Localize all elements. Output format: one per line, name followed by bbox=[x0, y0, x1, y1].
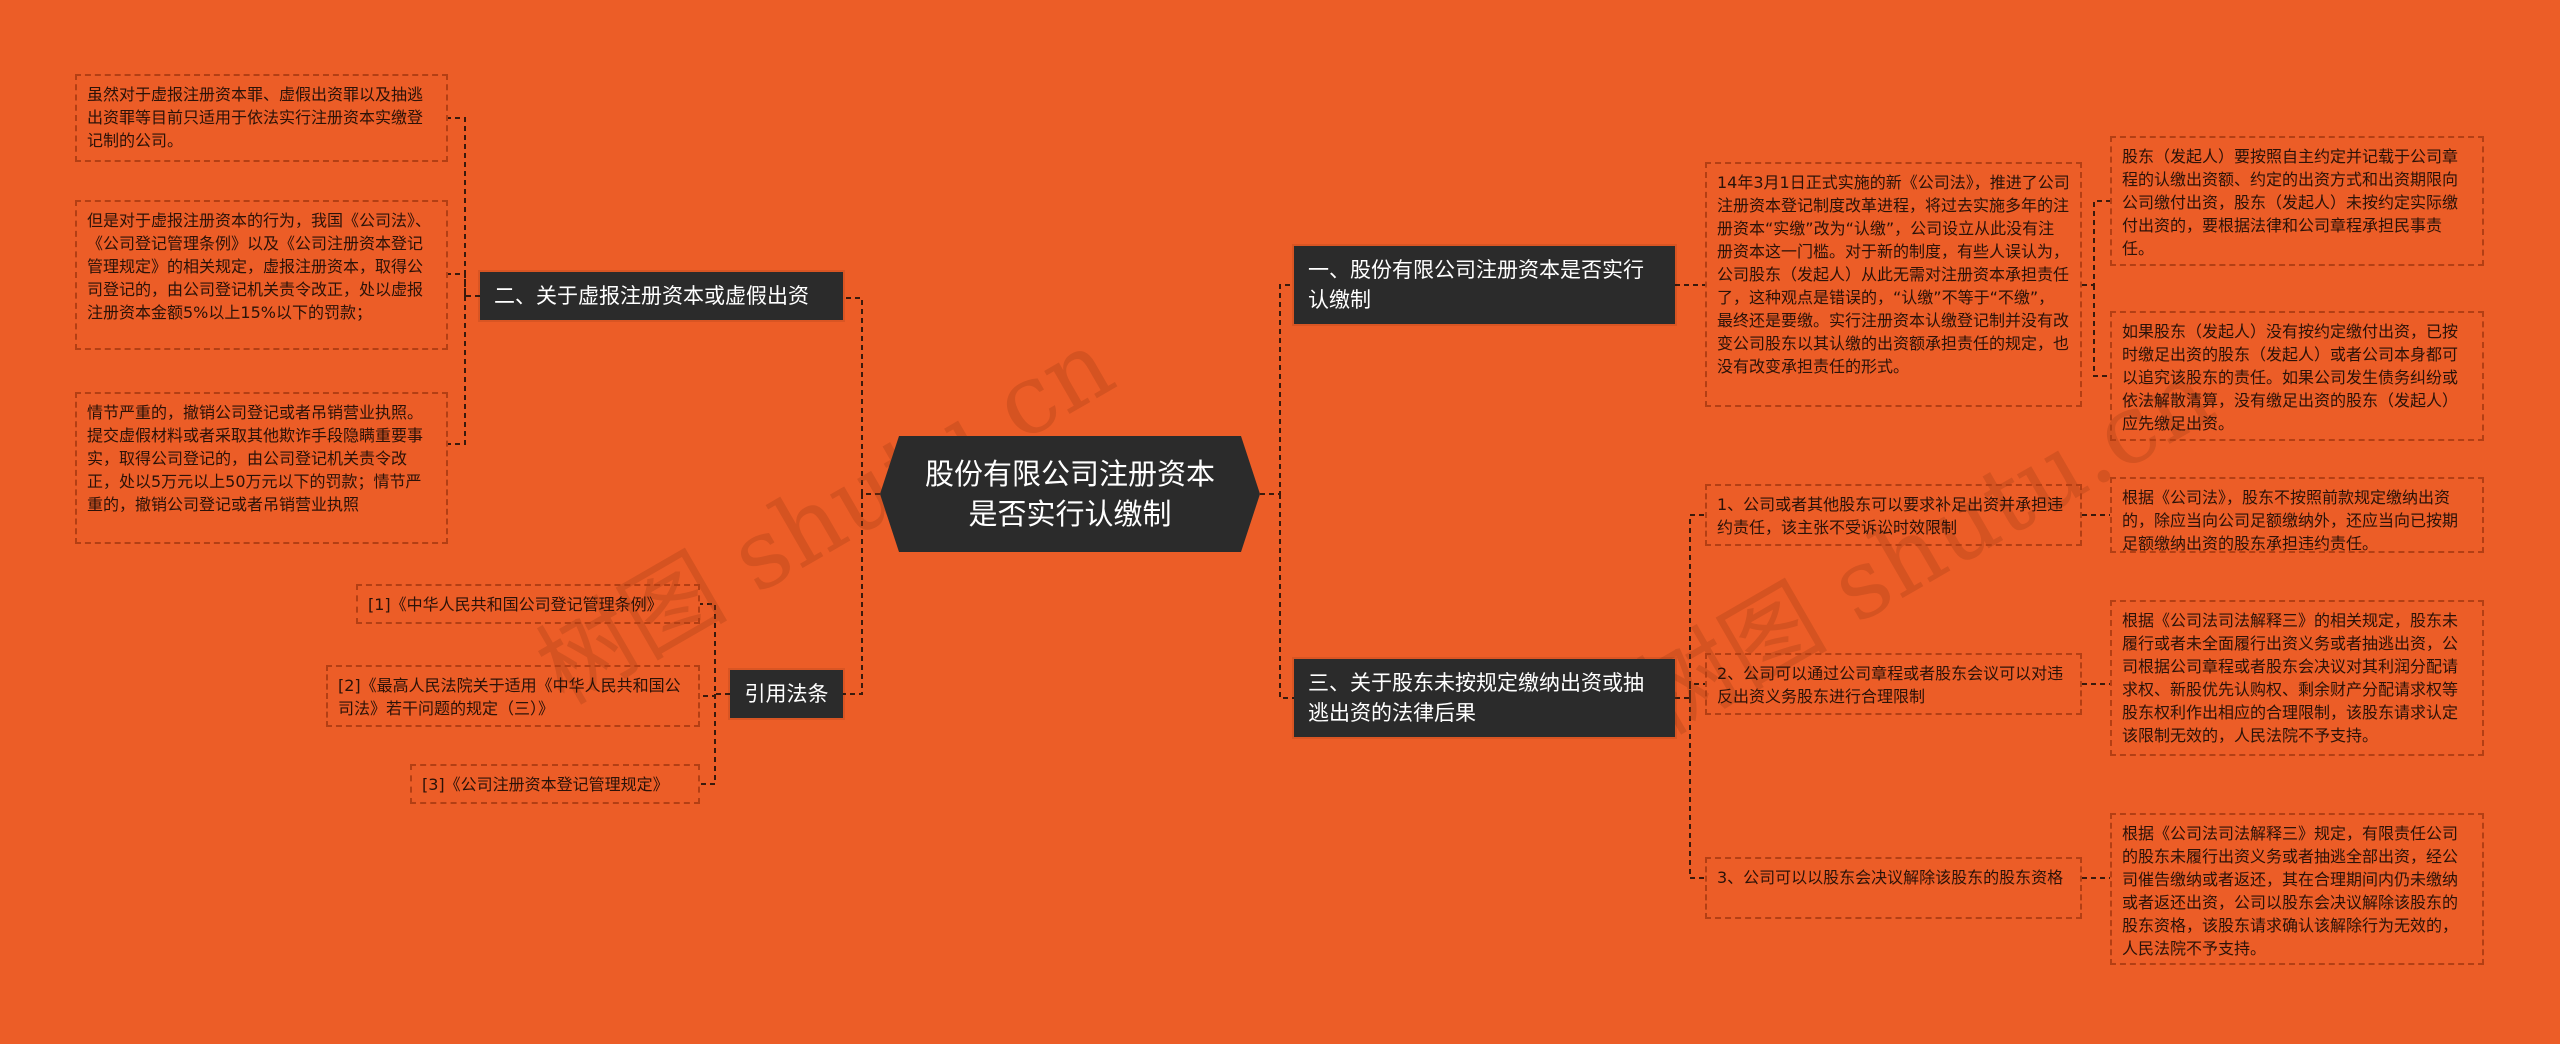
leaf-text: 但是对于虚报注册资本的行为，我国《公司法》、《公司登记管理条例》以及《公司注册资… bbox=[87, 211, 432, 322]
leaf-text: 3、公司可以以股东会决议解除该股东的股东资格 bbox=[1717, 868, 2064, 887]
leaf-text: 1、公司或者其他股东可以要求补足出资并承担违约责任，该主张不受诉讼时效限制 bbox=[1717, 495, 2064, 537]
leaf-text: 根据《公司法司法解释三》规定，有限责任公司的股东未履行出资义务或者抽逃全部出资，… bbox=[2122, 824, 2459, 958]
leaf-text: 股东（发起人）要按照自主约定并记载于公司章程的认缴出资额、约定的出资方式和出资期… bbox=[2122, 147, 2459, 258]
branch-node-3[interactable]: 三、关于股东未按规定缴纳出资或抽逃出资的法律后果 bbox=[1294, 659, 1675, 737]
leaf-text: 14年3月1日正式实施的新《公司法》，推进了公司注册资本登记制度改革进程，将过去… bbox=[1717, 173, 2070, 376]
leaf-b2-1[interactable]: 虽然对于虚报注册资本罪、虚假出资罪以及抽逃出资罪等目前只适用于依法实行注册资本实… bbox=[75, 74, 448, 162]
leaf-b1-detail-1[interactable]: 股东（发起人）要按照自主约定并记载于公司章程的认缴出资额、约定的出资方式和出资期… bbox=[2110, 136, 2484, 266]
branch-label: 三、关于股东未按规定缴纳出资或抽逃出资的法律后果 bbox=[1308, 671, 1644, 725]
reference-text: [1]《中华人民共和国公司登记管理条例》 bbox=[368, 595, 663, 614]
leaf-b3-detail-1[interactable]: 根据《公司法》，股东不按照前款规定缴纳出资的，除应当向公司足额缴纳外，还应当向已… bbox=[2110, 477, 2484, 553]
branch-label: 二、关于虚报注册资本或虚假出资 bbox=[494, 284, 809, 308]
leaf-b3-detail-3[interactable]: 根据《公司法司法解释三》规定，有限责任公司的股东未履行出资义务或者抽逃全部出资，… bbox=[2110, 813, 2484, 965]
leaf-text: 根据《公司法》，股东不按照前款规定缴纳出资的，除应当向公司足额缴纳外，还应当向已… bbox=[2122, 488, 2459, 553]
reference-text: [2]《最高人民法院关于适用《中华人民共和国公司法》若干问题的规定（三）》 bbox=[338, 676, 681, 718]
branch-label: 一、股份有限公司注册资本是否实行认缴制 bbox=[1308, 258, 1644, 312]
central-topic-label: 股份有限公司注册资本是否实行认缴制 bbox=[924, 457, 1215, 531]
leaf-text: 情节严重的，撤销公司登记或者吊销营业执照。提交虚假材料或者采取其他欺诈手段隐瞒重… bbox=[87, 403, 424, 514]
reference-3[interactable]: [3]《公司注册资本登记管理规定》 bbox=[410, 764, 700, 804]
leaf-text: 虽然对于虚报注册资本罪、虚假出资罪以及抽逃出资罪等目前只适用于依法实行注册资本实… bbox=[87, 85, 424, 150]
leaf-b1-main[interactable]: 14年3月1日正式实施的新《公司法》，推进了公司注册资本登记制度改革进程，将过去… bbox=[1705, 162, 2082, 407]
branch-node-2[interactable]: 二、关于虚报注册资本或虚假出资 bbox=[480, 272, 843, 320]
leaf-text: 如果股东（发起人）没有按约定缴付出资，已按时缴足出资的股东（发起人）或者公司本身… bbox=[2122, 322, 2459, 433]
branch-label: 引用法条 bbox=[744, 682, 829, 706]
leaf-text: 根据《公司法司法解释三》的相关规定，股东未履行或者未全面履行出资义务或者抽逃出资… bbox=[2122, 611, 2459, 745]
leaf-b3-item-1[interactable]: 1、公司或者其他股东可以要求补足出资并承担违约责任，该主张不受诉讼时效限制 bbox=[1705, 484, 2082, 546]
reference-1[interactable]: [1]《中华人民共和国公司登记管理条例》 bbox=[356, 584, 700, 624]
leaf-b2-2[interactable]: 但是对于虚报注册资本的行为，我国《公司法》、《公司登记管理条例》以及《公司注册资… bbox=[75, 200, 448, 350]
branch-node-4[interactable]: 引用法条 bbox=[730, 670, 843, 718]
leaf-b3-item-2[interactable]: 2、公司可以通过公司章程或者股东会议可以对违反出资义务股东进行合理限制 bbox=[1705, 653, 2082, 715]
branch-node-1[interactable]: 一、股份有限公司注册资本是否实行认缴制 bbox=[1294, 246, 1675, 324]
leaf-b3-detail-2[interactable]: 根据《公司法司法解释三》的相关规定，股东未履行或者未全面履行出资义务或者抽逃出资… bbox=[2110, 600, 2484, 756]
leaf-b3-item-3[interactable]: 3、公司可以以股东会决议解除该股东的股东资格 bbox=[1705, 857, 2082, 919]
leaf-b1-detail-2[interactable]: 如果股东（发起人）没有按约定缴付出资，已按时缴足出资的股东（发起人）或者公司本身… bbox=[2110, 311, 2484, 441]
leaf-b2-3[interactable]: 情节严重的，撤销公司登记或者吊销营业执照。提交虚假材料或者采取其他欺诈手段隐瞒重… bbox=[75, 392, 448, 544]
leaf-text: 2、公司可以通过公司章程或者股东会议可以对违反出资义务股东进行合理限制 bbox=[1717, 664, 2064, 706]
reference-2[interactable]: [2]《最高人民法院关于适用《中华人民共和国公司法》若干问题的规定（三）》 bbox=[326, 665, 700, 727]
reference-text: [3]《公司注册资本登记管理规定》 bbox=[422, 775, 669, 794]
central-topic[interactable]: 股份有限公司注册资本是否实行认缴制 bbox=[880, 436, 1260, 552]
